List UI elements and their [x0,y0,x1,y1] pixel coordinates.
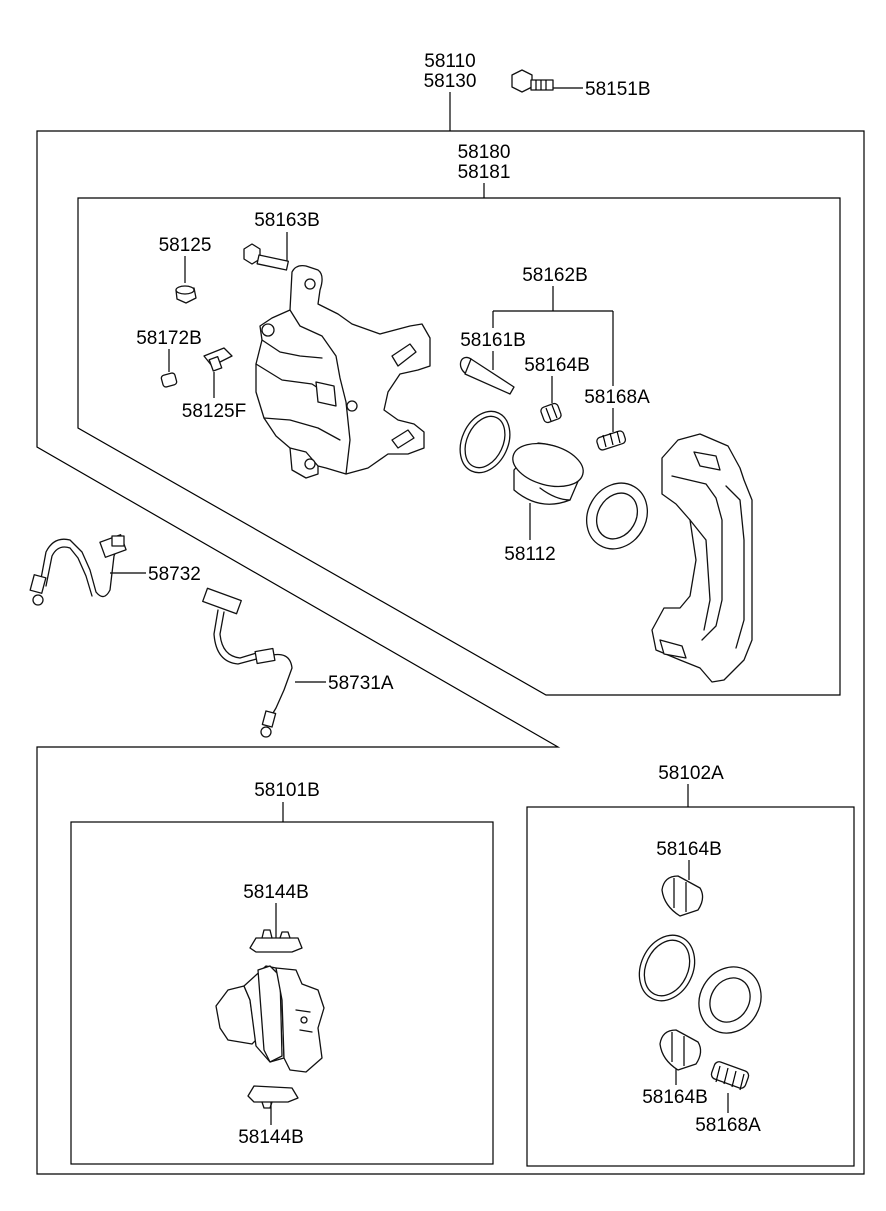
pin-boot-part [540,402,562,424]
label-pin-boot-upper: 58164B [524,355,590,376]
label-hose-a: 58732 [148,564,201,585]
label-pad-spring-lower: 58144B [238,1127,304,1148]
label-cap-nut: 58125 [159,235,212,256]
kit-dust-boot-part [698,966,762,1034]
label-seal-kit: 58102A [658,763,724,784]
label-kit-boot-upper: 58164B [656,839,722,860]
brake-pads-part [215,965,325,1073]
pad-kit-frame [70,821,494,1165]
caliper-housing-part [255,264,431,479]
kit-seal-ring-part [638,934,696,1002]
leader-lines [110,87,729,1125]
seal-kit-frame [526,806,855,1167]
pad-spring-upper-part [249,929,303,953]
bleeder-screw-part [203,347,233,372]
label-assembly-lh: 58110 [424,51,475,72]
label-pad-spring-upper: 58144B [243,882,309,903]
label-pin-boot-b-upper: 58168A [584,387,650,408]
part-labels: 58110 58130 58151B 58180 58181 58163B 58… [136,51,761,1148]
kit-boot-b-part [710,1061,750,1091]
guide-pin-part [459,356,515,395]
caliper-bracket-part [651,433,753,683]
piston-part [512,442,584,505]
label-guide-bolt: 58163B [254,210,320,231]
label-guide-pin: 58161B [460,330,526,351]
label-caliper-lh: 58180 [458,142,511,163]
bleeder-cap-part [160,372,178,388]
label-piston: 58112 [504,544,555,565]
caliper-frame [77,197,841,696]
kit-boot-lower-part [659,1029,702,1071]
label-caliper-rh: 58181 [458,162,511,183]
mount-bolt-part [511,69,554,93]
label-mount-bolt: 58151B [585,79,651,100]
label-kit-boot-lower: 58164B [642,1087,708,1108]
brake-hose-a-part [29,534,127,606]
label-bleeder-screw: 58125F [182,401,246,422]
label-pin-kit: 58162B [522,265,588,286]
pin-boot-b-part [596,430,627,451]
brake-hose-b-part [202,587,293,738]
outer-assembly-frame [36,130,865,1175]
label-assembly-rh: 58130 [424,71,477,92]
label-bleeder-cap: 58172B [136,328,202,349]
cap-nut-part [175,285,197,304]
kit-boot-upper-part [661,875,704,917]
label-hose-b: 58731A [328,673,394,694]
guide-bolt-part [243,243,289,271]
dust-boot-part [586,482,648,550]
label-pad-kit: 58101B [254,780,320,801]
pad-spring-lower-part [247,1085,299,1109]
piston-seal-part [459,410,511,474]
label-kit-boot-b: 58168A [695,1115,761,1136]
